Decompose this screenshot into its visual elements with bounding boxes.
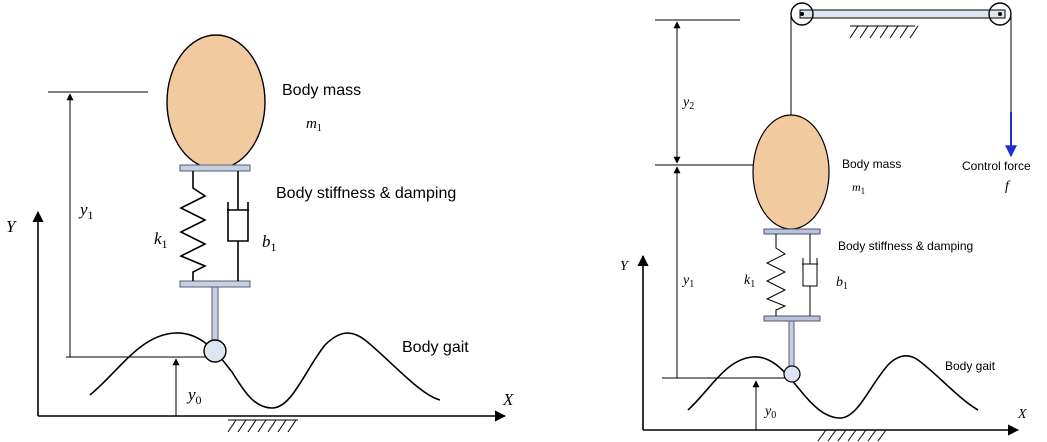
right-b-symbol: b1 bbox=[836, 275, 848, 292]
left-k-symbol: k1 bbox=[154, 229, 168, 251]
left-wheel bbox=[203, 339, 227, 363]
right-gait-curve bbox=[687, 355, 979, 419]
left-damper bbox=[227, 171, 249, 281]
right-y2-symbol: y2 bbox=[681, 95, 694, 112]
left-ground-hatch bbox=[227, 419, 298, 433]
left-spring bbox=[179, 171, 207, 281]
right-body-mass-label: Body mass bbox=[842, 157, 901, 171]
right-stiffness-label: Body stiffness & damping bbox=[838, 239, 973, 253]
left-diagram: Y X Body gait y1 y0 Body mass m1 bbox=[6, 34, 514, 433]
right-control-force-label: Control force bbox=[962, 159, 1031, 173]
right-ground-hatch bbox=[817, 429, 887, 442]
right-top-hatch bbox=[849, 25, 919, 39]
left-gait-curve bbox=[89, 332, 441, 409]
left-leg-rod bbox=[211, 286, 219, 343]
right-pulley-bar bbox=[799, 9, 1006, 19]
right-gait-label: Body gait bbox=[945, 359, 996, 373]
left-body-mass bbox=[166, 34, 266, 170]
left-y0-symbol: y0 bbox=[186, 385, 202, 407]
left-gait-label: Body gait bbox=[402, 339, 469, 356]
left-stiffness-label: Body stiffness & damping bbox=[276, 185, 456, 202]
right-y1-symbol: y1 bbox=[681, 273, 694, 290]
right-x-axis-label: X bbox=[1017, 407, 1027, 422]
left-x-axis-label: X bbox=[502, 390, 514, 409]
left-body-mass-label: Body mass bbox=[282, 82, 361, 99]
right-mass-symbol: m1 bbox=[852, 180, 865, 196]
left-y1-symbol: y1 bbox=[78, 200, 94, 222]
right-wheel bbox=[783, 365, 801, 383]
left-top-plate bbox=[179, 164, 251, 172]
left-mass-symbol: m1 bbox=[306, 116, 322, 134]
right-k-symbol: k1 bbox=[744, 273, 755, 290]
left-bottom-plate bbox=[179, 280, 251, 288]
left-b-symbol: b1 bbox=[262, 232, 277, 254]
right-body-mass bbox=[752, 114, 830, 230]
right-damper bbox=[802, 234, 818, 316]
right-force-symbol: f bbox=[1005, 179, 1011, 194]
right-spring bbox=[765, 234, 787, 316]
right-y-axis-label: Y bbox=[620, 259, 630, 274]
right-leg-rod bbox=[788, 320, 795, 368]
left-y-axis-label: Y bbox=[6, 217, 17, 236]
right-diagram: Y X Body gait bbox=[620, 2, 1031, 442]
right-y0-symbol: y0 bbox=[763, 404, 776, 421]
right-bottom-plate bbox=[763, 315, 821, 322]
right-top-plate bbox=[763, 228, 821, 235]
